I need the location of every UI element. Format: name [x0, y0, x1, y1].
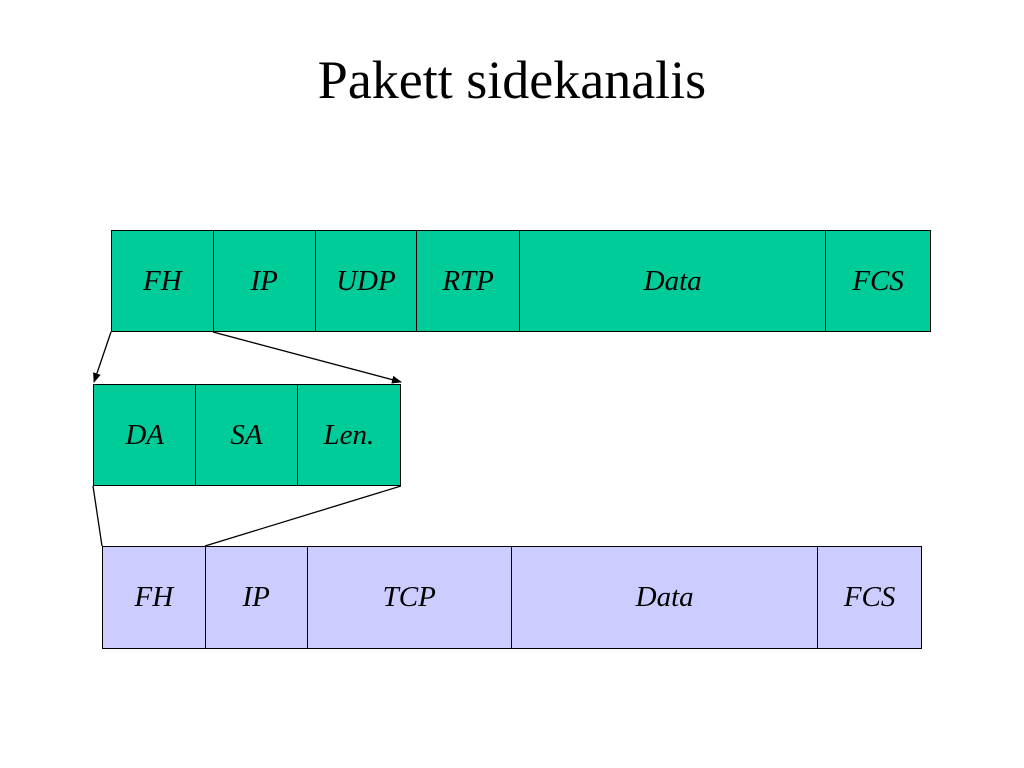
field-len: Len.	[323, 418, 375, 451]
expansion-line-right	[204, 485, 402, 547]
field-rtp: RTP	[417, 231, 520, 331]
field-fcs: FCS	[843, 581, 896, 613]
packet-row-middle: DA SA Len.	[93, 384, 401, 486]
field-tcp: TCP	[308, 547, 512, 648]
field-fh: FH	[112, 231, 214, 331]
field-fh: FH	[103, 547, 206, 648]
field-fcs: FCS	[852, 264, 904, 297]
packet-row-top: FH IP UDP RTP Data FCS	[111, 230, 931, 332]
field-ip: IP	[214, 231, 316, 331]
expansion-arrow-right	[212, 331, 402, 384]
packet-row-bottom: FH IP TCP Data FCS	[102, 546, 922, 649]
slide-title: Pakett sidekanalis	[317, 50, 707, 110]
field-sa: SA	[196, 385, 298, 485]
field-ip: IP	[206, 547, 308, 648]
field-data: Data	[512, 547, 819, 648]
field-udp: UDP	[316, 231, 418, 331]
expansion-arrow-left	[93, 331, 112, 383]
field-data: Data	[520, 231, 827, 331]
expansion-line-left	[92, 485, 103, 547]
field-da: DA	[94, 385, 197, 485]
